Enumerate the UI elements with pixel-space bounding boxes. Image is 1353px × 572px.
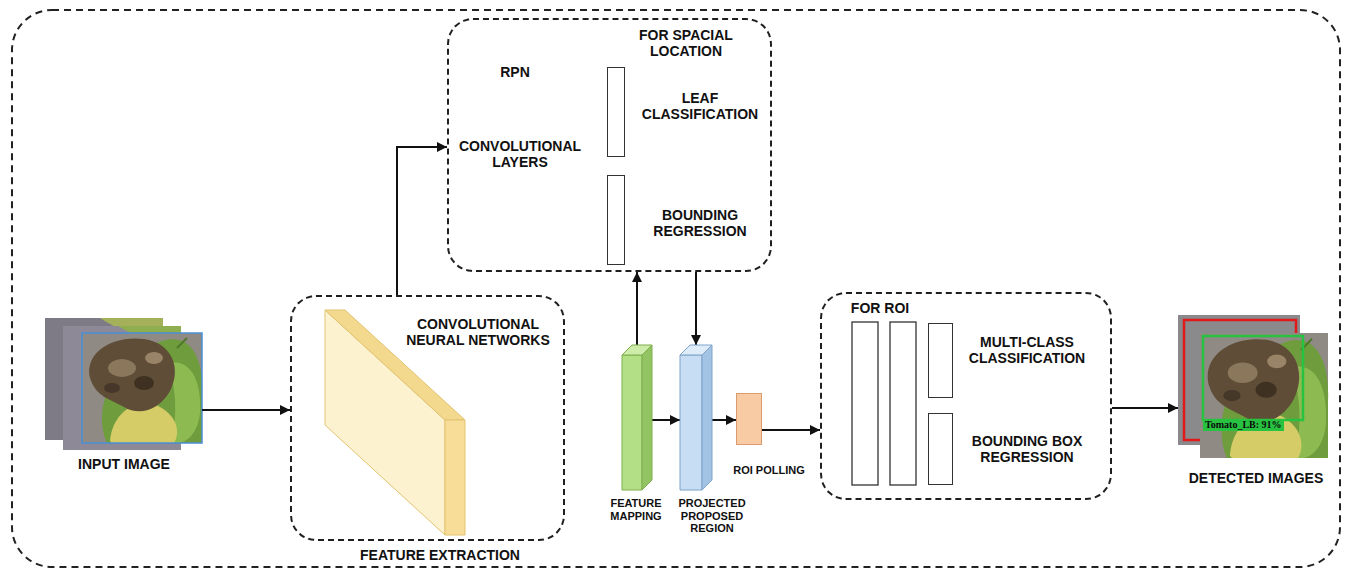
block-face — [642, 345, 652, 490]
proposal-block: PROJECTED PROPOSED REGION — [680, 345, 712, 490]
input-image: INPUT IMAGE — [45, 318, 202, 450]
block-shape — [680, 345, 712, 490]
rpn-group: FOR SPACIAL LOCATION RPN CONVOLUTIONAL LAY… — [447, 18, 772, 272]
feature-map: FEATURE MAPPING — [622, 345, 652, 490]
node-label: FEATURE EXTRACTION — [340, 547, 540, 563]
flow-arrow — [397, 147, 447, 295]
detected-image: DETECTED IMAGES — [1178, 315, 1328, 458]
layer-bar — [852, 322, 878, 485]
block-shape — [622, 345, 652, 490]
flow-arrow — [202, 409, 290, 411]
flow-arrow — [695, 272, 697, 345]
node-label: RPN — [485, 64, 545, 80]
layer-bar: LEAF CLASSIFICATION — [607, 67, 625, 157]
node-label: LEAF CLASSIFICATION — [632, 90, 768, 122]
node-label: MULTI-CLASS CLASSIFICATION — [957, 334, 1097, 366]
layer-bar: BOUNDING REGRESSION — [607, 175, 625, 265]
node-label: CONVOLUTIONAL NEURAL NETWORKS — [403, 316, 553, 348]
flow-arrow — [652, 419, 680, 421]
block-face — [702, 345, 712, 490]
layer-bar: MULTI-CLASS CLASSIFICATION — [928, 323, 953, 398]
layer-bar — [890, 322, 916, 485]
block-face — [622, 355, 642, 490]
roi-layers — [852, 322, 916, 485]
input-photos — [45, 318, 202, 450]
flow-arrow — [712, 419, 736, 421]
node-label: BOUNDING BOX REGRESSION — [957, 433, 1097, 465]
node-label: FOR ROI — [840, 300, 920, 316]
flow-arrow — [1112, 407, 1178, 409]
photo-front — [1200, 333, 1328, 458]
detection-box — [1203, 336, 1303, 420]
block-face — [445, 420, 465, 535]
node-label: FEATURE MAPPING — [604, 497, 668, 522]
node-label: PROJECTED PROPOSED REGION — [674, 497, 750, 535]
node-label: BOUNDING REGRESSION — [632, 207, 768, 239]
flow-arrow — [636, 272, 638, 345]
photo-border — [82, 333, 202, 443]
cnn-block: CONVOLUTIONAL NEURAL NETWORKS — [325, 310, 465, 535]
detected-photos — [1178, 315, 1328, 458]
detection-tag: Tomato_LB: 91% — [1203, 419, 1284, 431]
stage-group: FEATURE EXTRACTIONCONVOLUTIONAL NEURAL N… — [290, 295, 565, 541]
outer-frame — [12, 10, 1340, 567]
node-label: FOR SPACIAL LOCATION — [621, 27, 751, 59]
roi-pool: ROI POLLING — [736, 393, 762, 445]
block-face — [680, 355, 702, 490]
node-label: ROI POLLING — [724, 464, 814, 477]
node-label: DETECTED IMAGES — [1181, 470, 1331, 486]
flow-arrow — [762, 429, 820, 431]
layer-bar: BOUNDING BOX REGRESSION — [928, 413, 953, 485]
node-label: INPUT IMAGE — [59, 456, 189, 472]
roi-group: FOR ROI MULTI-CLASS CLASSIFICATION BOUNDIN… — [820, 292, 1112, 500]
node-label: CONVOLUTIONAL LAYERS — [450, 138, 590, 170]
photo-front — [82, 333, 202, 443]
